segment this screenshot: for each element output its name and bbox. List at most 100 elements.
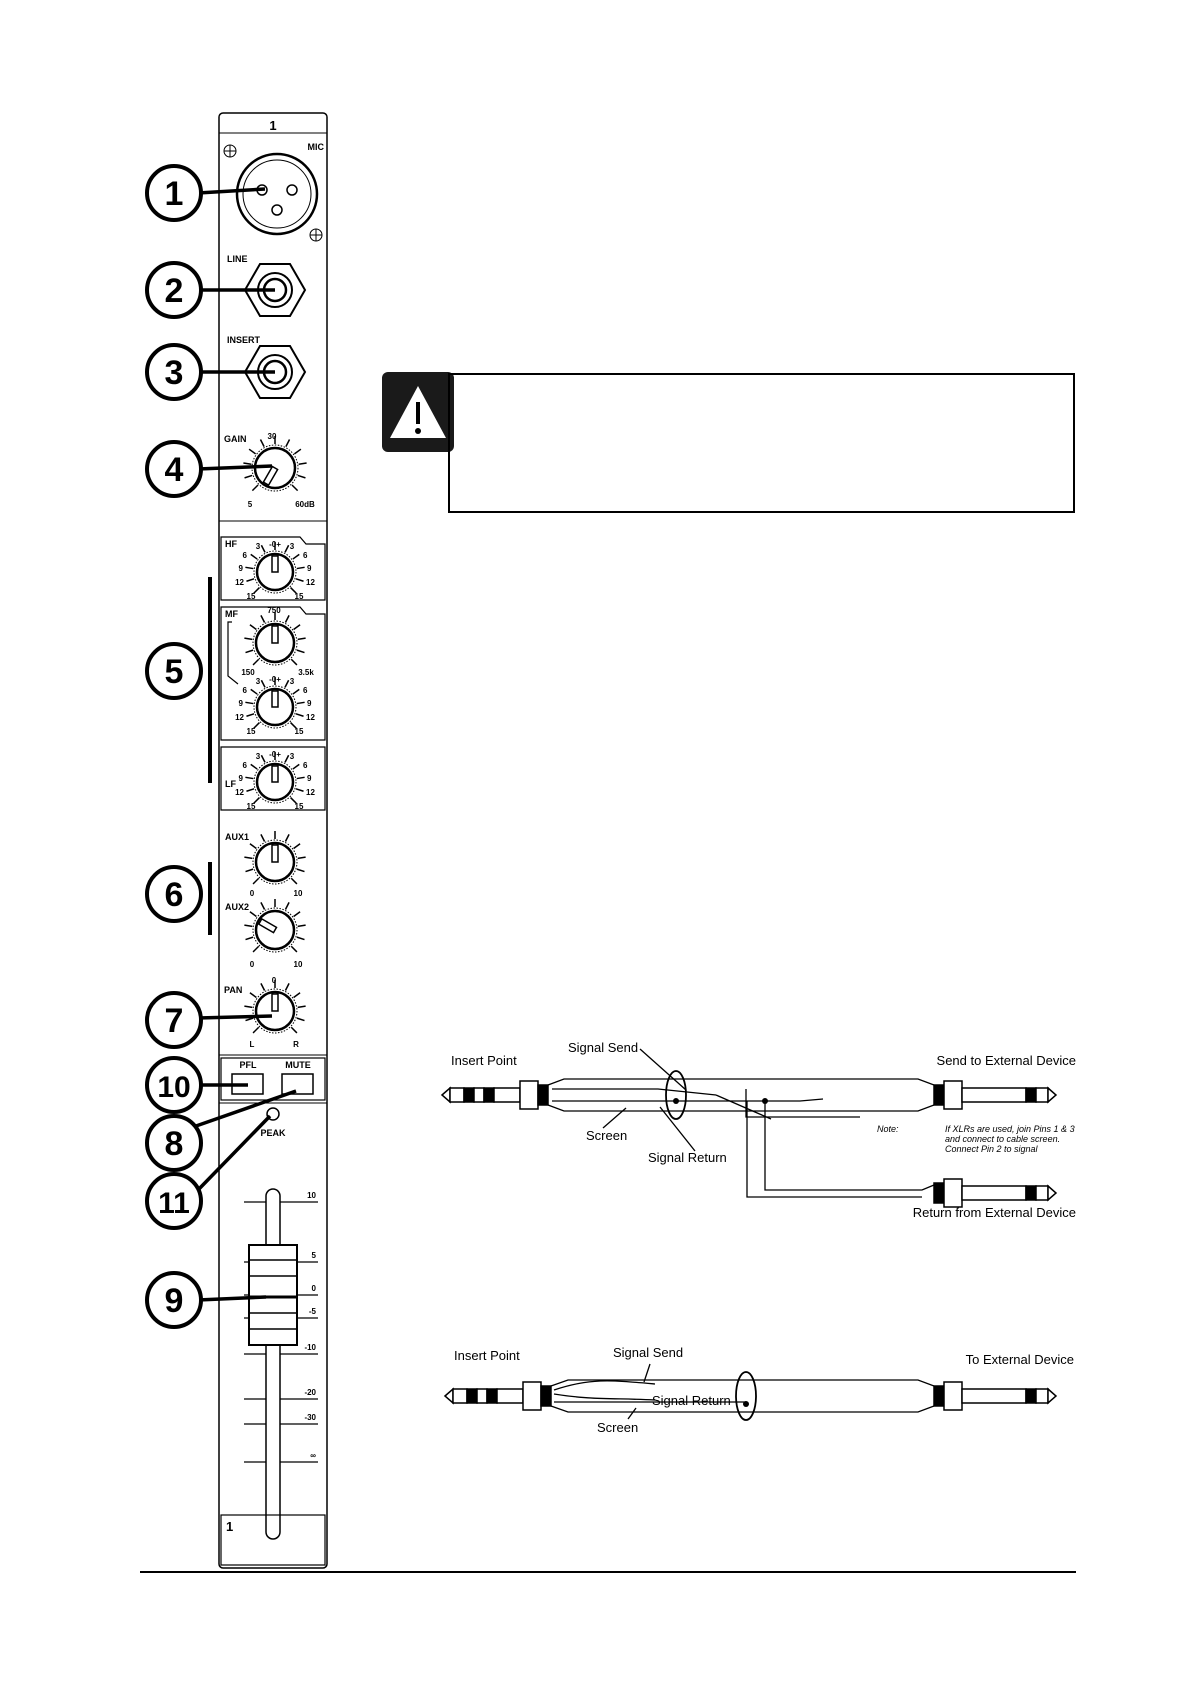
aux1-knob[interactable]: [244, 831, 306, 885]
eq-scale-label: 15: [295, 592, 304, 601]
eq-scale-label: 12: [306, 713, 315, 722]
callout-10: 10: [145, 1056, 203, 1114]
eq-scale-label: -0+: [269, 750, 281, 759]
svg-text:150: 150: [241, 668, 255, 677]
signal-return-label-2: Signal Return: [652, 1393, 731, 1408]
svg-text:11: 11: [158, 1187, 190, 1220]
eq-scale-label: -0+: [269, 540, 281, 549]
lf-knob[interactable]: [245, 752, 305, 804]
signal-send-label: Signal Send: [568, 1040, 638, 1055]
eq-scale-label: 3: [290, 677, 295, 686]
svg-text:10: 10: [294, 960, 303, 969]
trs-plug-left-2: [443, 1381, 552, 1411]
svg-text:8: 8: [165, 1125, 184, 1163]
xlr-connector: [223, 144, 323, 242]
eq-scale-label: 6: [243, 686, 248, 695]
svg-text:30: 30: [268, 432, 277, 441]
svg-text:60dB: 60dB: [295, 500, 315, 509]
eq-scale-label: 12: [235, 578, 244, 587]
pan-label: PAN: [224, 985, 242, 995]
send-to-label: Send to External Device: [937, 1053, 1076, 1068]
insert-wiring-diagram-separate: Insert Point Signal Send Send to Externa…: [440, 1040, 1076, 1220]
svg-text:750: 750: [267, 606, 281, 615]
eq-scale-label: 9: [239, 699, 244, 708]
ts-plug-right-2: [933, 1381, 1058, 1411]
lf-label: LF: [225, 779, 236, 789]
mic-label: MIC: [308, 142, 325, 152]
line-label: LINE: [227, 254, 248, 264]
eq-scale-label: 6: [303, 686, 308, 695]
svg-text:5: 5: [165, 653, 184, 691]
eq-scale-label: 6: [243, 761, 248, 770]
eq-scale-label: -0+: [269, 675, 281, 684]
to-device-label: To External Device: [966, 1352, 1074, 1367]
screen-label: Screen: [586, 1128, 627, 1143]
svg-text:5: 5: [248, 500, 253, 509]
eq-scale-label: 9: [307, 699, 312, 708]
eq-scale-label: 6: [243, 551, 248, 560]
warning-box: [448, 373, 1075, 513]
callout-2: 2: [145, 261, 203, 319]
fader-scale-label: 0: [312, 1284, 317, 1293]
trs-plug-left: [440, 1080, 549, 1110]
eq-scale-label: 12: [235, 788, 244, 797]
svg-text:0: 0: [250, 960, 255, 969]
pfl-label: PFL: [240, 1060, 258, 1070]
strip-outline: [218, 112, 328, 1569]
fader-cap[interactable]: [248, 1244, 298, 1346]
svg-text:3: 3: [165, 354, 184, 392]
gain-label: GAIN: [224, 434, 247, 444]
eq-scale-label: 3: [290, 752, 295, 761]
channel-number-bottom: 1: [226, 1519, 233, 1534]
warning-triangle-icon: [382, 372, 454, 452]
svg-text:If XLRs are used, join Pins 1: If XLRs are used, join Pins 1 & 3: [945, 1124, 1075, 1134]
eq-scale-label: 12: [306, 788, 315, 797]
aux1-label: AUX1: [225, 832, 249, 842]
callout-3: 3: [145, 343, 203, 401]
insert-wiring-diagram-single: Insert Point Signal Send To External Dev…: [443, 1345, 1074, 1435]
callout-1: 1: [145, 164, 203, 222]
insert-label: INSERT: [227, 335, 261, 345]
callout-7: 7: [145, 991, 203, 1049]
screen-label-2: Screen: [597, 1420, 638, 1435]
eq-scale-label: 6: [303, 551, 308, 560]
svg-text:10: 10: [294, 889, 303, 898]
callout-11: 11: [145, 1172, 203, 1230]
mf-gain-knob[interactable]: [245, 677, 305, 729]
fader-scale-label: ∞: [310, 1451, 316, 1460]
return-from-label: Return from External Device: [913, 1205, 1076, 1220]
eq-scale-label: 3: [256, 677, 261, 686]
eq-scale-label: 3: [290, 542, 295, 551]
eq-scale-label: 6: [303, 761, 308, 770]
fader-scale-label: -10: [304, 1343, 316, 1352]
ts-plug-send: [933, 1080, 1058, 1110]
callout-6: 6: [145, 865, 203, 923]
callout-8: 8: [145, 1114, 203, 1172]
signal-return-label: Signal Return: [648, 1150, 727, 1165]
fader-scale-label: -30: [304, 1413, 316, 1422]
signal-send-label-2: Signal Send: [613, 1345, 683, 1360]
eq-scale-label: 15: [247, 727, 256, 736]
ts-plug-return: [933, 1178, 1058, 1208]
mute-button[interactable]: [281, 1073, 314, 1095]
eq-scale-label: 12: [306, 578, 315, 587]
eq-scale-label: 3: [256, 542, 261, 551]
mute-label: MUTE: [285, 1060, 311, 1070]
eq-scale-label: 15: [247, 592, 256, 601]
gain-knob[interactable]: [243, 436, 307, 492]
fader-scale-label: -5: [309, 1307, 317, 1316]
eq-scale-label: 9: [239, 564, 244, 573]
eq-scale-label: 12: [235, 713, 244, 722]
aux2-knob[interactable]: [244, 899, 306, 953]
svg-text:and connect to cable screen.: and connect to cable screen.: [945, 1134, 1060, 1144]
hf-knob[interactable]: [245, 542, 305, 594]
note-label: Note:: [877, 1124, 899, 1134]
channel-number-top: 1: [269, 118, 276, 133]
channel-strip-diagram: 1 MIC LINE INSERT GAIN 30 5 60dB HF -0+3…: [145, 112, 328, 1569]
insert-point-label: Insert Point: [451, 1053, 517, 1068]
mf-frequency-knob[interactable]: [244, 612, 306, 666]
pan-knob[interactable]: [244, 980, 306, 1034]
footer-rule: [140, 1571, 1076, 1573]
fader-scale-label: -20: [304, 1388, 316, 1397]
